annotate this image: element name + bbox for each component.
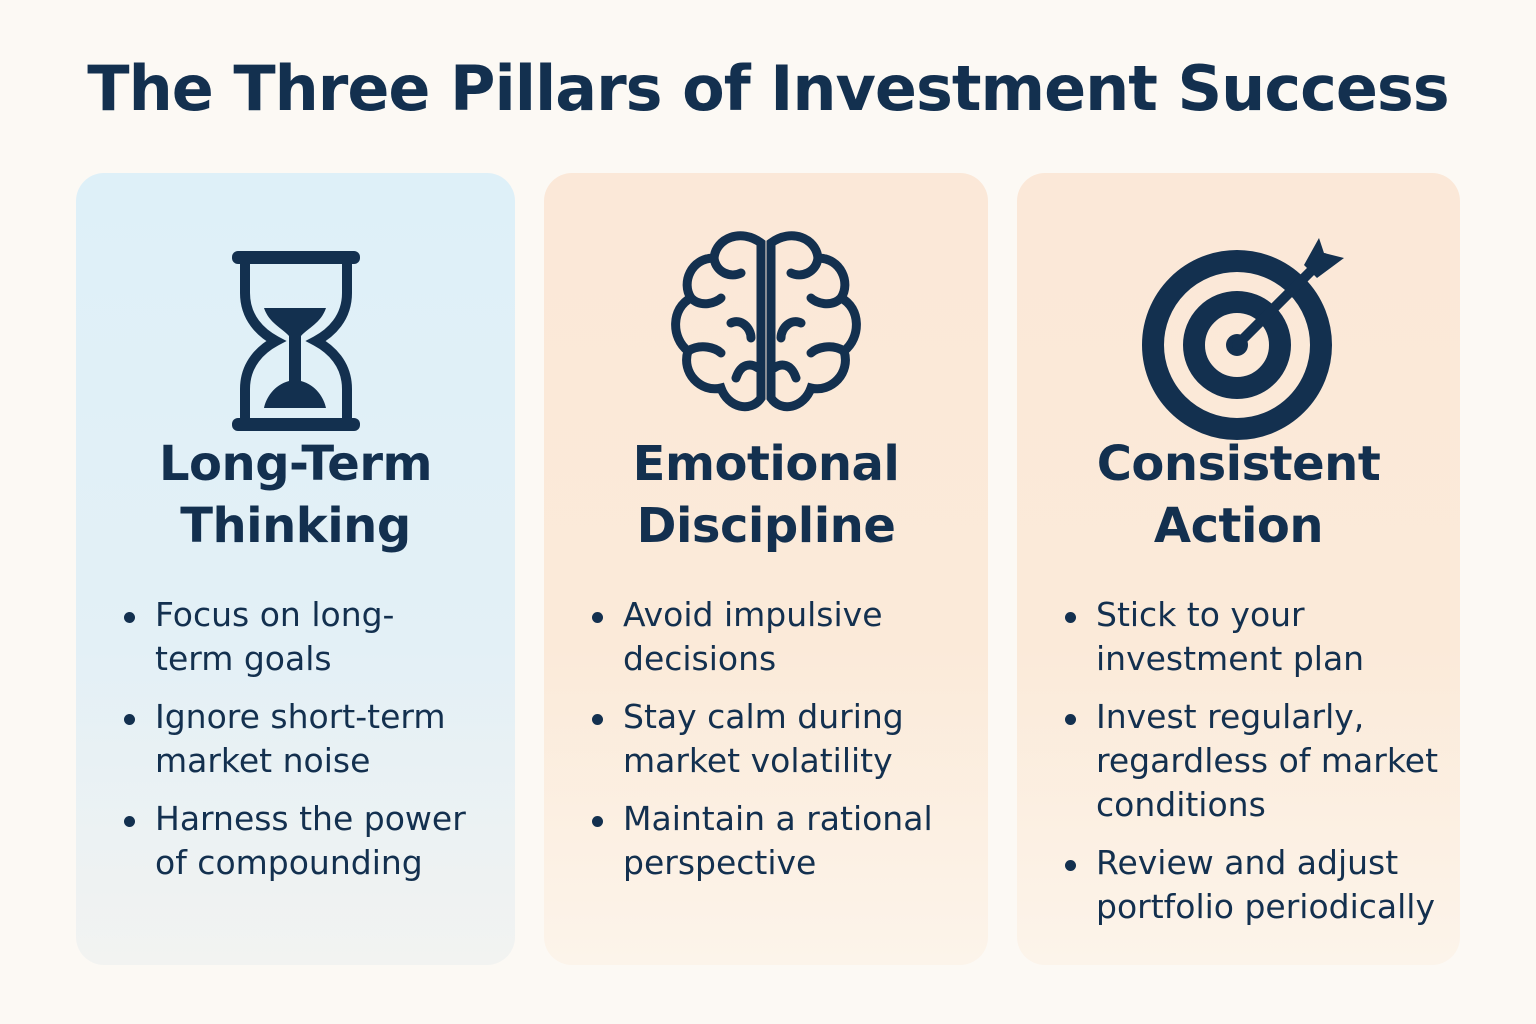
list-item: Stay calm during market volatility	[588, 695, 923, 783]
pillar-bullet-list: Avoid impulsive decisions Stay calm duri…	[588, 593, 968, 899]
list-item: Harness the power of compounding	[120, 797, 485, 885]
list-item: Maintain a rational perspective	[588, 797, 943, 885]
pillar-bullet-list: Focus on long-term goals Ignore short-te…	[120, 593, 495, 899]
list-item: Ignore short-term market noise	[120, 695, 455, 783]
pillar-heading: Consistent Action	[1096, 436, 1381, 554]
list-item: Avoid impulsive decisions	[588, 593, 893, 681]
pillar-heading: Emotional Discipline	[632, 436, 900, 554]
list-item: Invest regularly, regardless of market c…	[1061, 695, 1441, 827]
list-item: Focus on long-term goals	[120, 593, 405, 681]
pillar-card-long-term-thinking: Long-Term Thinking Focus on long-term go…	[76, 173, 515, 965]
list-item: Stick to your investment plan	[1061, 593, 1396, 681]
pillar-heading: Long-Term Thinking	[158, 436, 433, 554]
hourglass-icon	[231, 251, 360, 431]
target-icon	[1141, 238, 1344, 440]
page-title: The Three Pillars of Investment Success	[87, 52, 1449, 125]
list-item: Review and adjust portfolio periodically	[1061, 841, 1441, 929]
pillar-card-emotional-discipline: Emotional Discipline Avoid impulsive dec…	[544, 173, 988, 965]
pillar-bullet-list: Stick to your investment plan Invest reg…	[1061, 593, 1440, 943]
brain-icon	[671, 231, 861, 412]
pillar-card-consistent-action: Consistent Action Stick to your investme…	[1017, 173, 1460, 965]
